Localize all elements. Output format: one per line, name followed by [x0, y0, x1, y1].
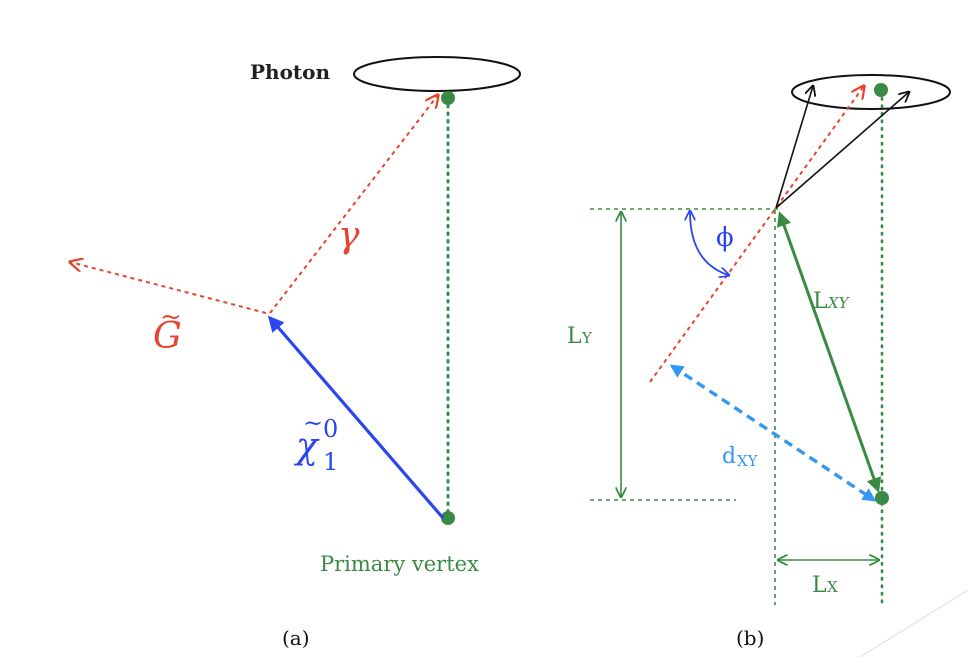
dxy-double-arrow	[669, 364, 877, 502]
phi-label: ϕ	[716, 223, 734, 253]
photon-detector-ellipse-b	[791, 74, 951, 110]
gamma-label: γ	[338, 215, 360, 256]
ly-label-sub: Y	[581, 329, 593, 347]
panel-a: Photon γ ~ G ~ χ 0 1 Primary vertex (a)	[70, 56, 521, 650]
lx-label-sub: X	[827, 578, 838, 596]
lxy-label-main: L	[813, 289, 828, 314]
extrapolated-photon-line	[649, 86, 864, 383]
gravitino-arrow	[70, 262, 267, 314]
lxy-label: L XY	[813, 289, 851, 314]
lx-label-main: L	[812, 573, 827, 598]
photon-spread-arrow-right	[775, 92, 909, 209]
panel-b: ϕ L Y L XY d XY L X (b)	[567, 74, 951, 650]
dxy-label: d XY	[722, 444, 759, 470]
primary-vertex-dot-b	[875, 491, 889, 505]
neutralino-chi: χ	[293, 426, 320, 467]
gravitino-label: ~ G	[153, 302, 182, 357]
gravitino-symbol: G	[153, 316, 182, 357]
ly-label-main: L	[567, 324, 582, 349]
neutralino-superscript: 0	[323, 415, 338, 443]
photon-hit-dot-b	[874, 83, 888, 97]
ly-label: L Y	[567, 324, 593, 349]
photon-arrow	[269, 95, 438, 314]
lxy-double-arrow	[776, 211, 882, 493]
lxy-label-sub: XY	[827, 294, 851, 312]
dxy-label-sub: XY	[737, 452, 759, 470]
corner-watermark-stroke	[859, 589, 968, 657]
neutralino-label: ~ χ 0 1	[293, 409, 338, 476]
caption-a: (a)	[282, 626, 310, 650]
neutralino-arrow	[267, 315, 445, 520]
primary-vertex-label: Primary vertex	[320, 552, 479, 576]
lx-label: L X	[812, 573, 838, 598]
phi-angle-arc	[690, 212, 728, 275]
photon-spread-arrow-left	[775, 86, 813, 209]
primary-vertex-dot	[441, 511, 455, 525]
caption-b: (b)	[736, 626, 764, 650]
photon-detector-ellipse	[353, 56, 521, 92]
photon-label: Photon	[250, 60, 330, 84]
photon-hit-dot	[441, 91, 455, 105]
gravitino-tilde: ~	[160, 302, 182, 332]
neutralino-subscript: 1	[323, 448, 338, 476]
neutralino-tilde: ~	[303, 409, 323, 437]
dxy-label-main: d	[722, 444, 736, 469]
